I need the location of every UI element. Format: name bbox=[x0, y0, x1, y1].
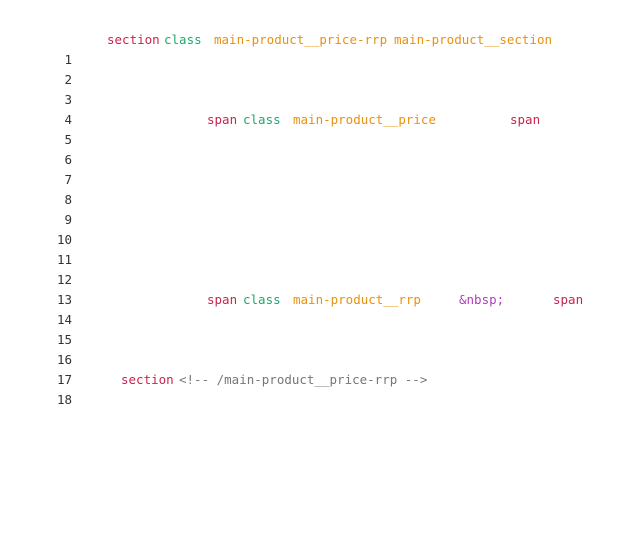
code-line: 1 section class main-product__price-rrp … bbox=[0, 30, 640, 67]
html-entity: &nbsp; bbox=[459, 292, 505, 307]
line-number: 4 bbox=[64, 112, 72, 127]
line-number: 14 bbox=[56, 312, 72, 327]
html-attribute: class bbox=[243, 112, 281, 127]
line-number: 18 bbox=[56, 392, 72, 407]
attribute-value: main-product__section bbox=[394, 32, 553, 47]
html-tag: section bbox=[107, 32, 160, 47]
line-number: 11 bbox=[56, 252, 72, 267]
code-line: 4 bbox=[0, 90, 640, 127]
attribute-value: main-product__price bbox=[293, 112, 436, 127]
code-line: 10 bbox=[0, 210, 640, 247]
code-line: 11 bbox=[0, 230, 640, 267]
code-line: 17 bbox=[0, 350, 640, 387]
code-line: 7 bbox=[0, 150, 640, 187]
html-tag: section bbox=[121, 372, 174, 387]
line-number: 5 bbox=[64, 132, 72, 147]
html-attribute: class bbox=[243, 292, 281, 307]
line-number: 3 bbox=[64, 92, 72, 107]
line-number: 17 bbox=[56, 372, 72, 387]
code-line: 16 bbox=[0, 330, 640, 367]
code-line: 5 span class main-product__price span bbox=[0, 110, 640, 147]
code-line: 12 bbox=[0, 250, 640, 287]
code-line: 8 bbox=[0, 170, 640, 207]
line-number: 2 bbox=[64, 72, 72, 87]
line-number: 7 bbox=[64, 172, 72, 187]
code-editor[interactable]: 1 section class main-product__price-rrp … bbox=[0, 30, 640, 407]
code-line: 18 section <!-- /main-product__price-rrp… bbox=[0, 370, 640, 407]
line-number: 9 bbox=[64, 212, 72, 227]
line-number: 8 bbox=[64, 192, 72, 207]
html-comment: <!-- /main-product__price-rrp --> bbox=[179, 372, 428, 387]
line-number: 13 bbox=[56, 292, 72, 307]
code-line: 6 bbox=[0, 130, 640, 167]
line-number: 12 bbox=[56, 272, 72, 287]
html-tag: span bbox=[510, 112, 541, 127]
attribute-value: main-product__price-rrp bbox=[214, 32, 388, 47]
line-number: 1 bbox=[64, 52, 72, 67]
html-tag: span bbox=[207, 112, 238, 127]
html-tag: span bbox=[553, 292, 584, 307]
line-number: 15 bbox=[56, 332, 72, 347]
code-line: 2 bbox=[0, 50, 640, 87]
code-line: 13 bbox=[0, 270, 640, 307]
line-number: 16 bbox=[56, 352, 72, 367]
code-line: 15 bbox=[0, 310, 640, 347]
code-line: 3 bbox=[0, 70, 640, 107]
html-attribute: class bbox=[164, 32, 202, 47]
attribute-value: main-product__rrp bbox=[293, 292, 421, 307]
line-number: 10 bbox=[56, 232, 72, 247]
html-tag: span bbox=[207, 292, 238, 307]
code-line: 9 bbox=[0, 190, 640, 227]
line-number: 6 bbox=[64, 152, 72, 167]
code-line: 14 span class main-product__rrp &nbsp; s… bbox=[0, 290, 640, 327]
